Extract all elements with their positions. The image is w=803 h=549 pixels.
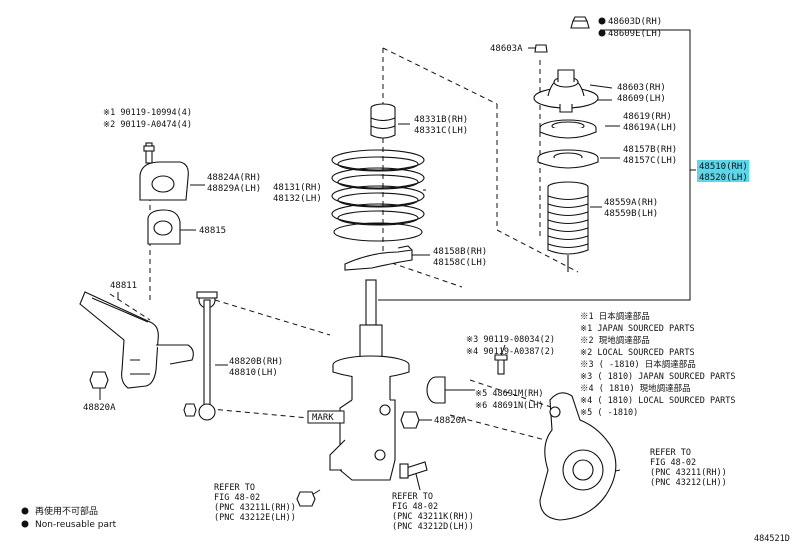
callout-90119-A0387[interactable]: ※4 90119-A0387(2) bbox=[466, 347, 555, 357]
callout-48619A[interactable]: 48619A(LH) bbox=[623, 123, 677, 133]
highlight-48510 bbox=[697, 160, 749, 182]
callout-48691N[interactable]: ※6 48691N(LH) bbox=[475, 401, 544, 411]
figure-id: 484521D bbox=[754, 534, 790, 544]
note-line: ※4 ( 1810) LOCAL SOURCED PARTS bbox=[580, 396, 736, 406]
note-line: ※2 現地調達部品 bbox=[580, 335, 650, 346]
callout-48510[interactable]: 48510(RH) bbox=[699, 162, 748, 172]
callout-48609E[interactable]: 48609E(LH) bbox=[608, 29, 662, 39]
callout-48811[interactable]: 48811 bbox=[110, 281, 137, 291]
refer-line: (PNC 43211L(RH)) bbox=[214, 503, 296, 513]
callout-48820A-left[interactable]: 48820A bbox=[83, 403, 116, 413]
svg-text:MARK: MARK bbox=[312, 413, 334, 423]
legend: 再使用不可部品 Non-reusable part bbox=[21, 505, 117, 530]
nut-link-bottom[interactable] bbox=[183, 403, 197, 417]
refer-line: FIG 48-02 bbox=[650, 458, 696, 468]
refer-mid[interactable]: REFER TO FIG 48-02 (PNC 43211K(RH)) (PNC… bbox=[392, 492, 474, 532]
bolt-90119-08034[interactable] bbox=[494, 354, 508, 375]
callout-48158B[interactable]: 48158B(RH) bbox=[433, 247, 487, 257]
callout-48603D[interactable]: 48603D(RH) bbox=[608, 17, 662, 27]
spring-insulator-48158B[interactable] bbox=[344, 245, 413, 271]
strut-mount-48603[interactable] bbox=[533, 69, 599, 113]
stabilizer-link-48820B[interactable] bbox=[196, 291, 218, 421]
refer-line: REFER TO bbox=[214, 483, 255, 493]
refer-line: (PNC 43212(LH)) bbox=[650, 478, 727, 488]
non-reusable-marker bbox=[598, 29, 606, 37]
note-line: ※1 日本調達部品 bbox=[580, 311, 650, 322]
non-reusable-marker bbox=[598, 17, 606, 25]
sourcing-notes: ※1 日本調達部品 ※1 JAPAN SOURCED PARTS ※2 現地調達… bbox=[580, 311, 736, 418]
bolt-lower-mid[interactable] bbox=[399, 461, 428, 479]
callout-48331B[interactable]: 48331B(RH) bbox=[414, 115, 468, 125]
bushing-48815[interactable] bbox=[147, 209, 181, 245]
bushing-bracket-48824A[interactable] bbox=[139, 142, 189, 201]
callout-48820A-right[interactable]: 48820A bbox=[434, 416, 467, 426]
callout-48520[interactable]: 48520(LH) bbox=[699, 173, 748, 183]
callout-48810[interactable]: 48810(LH) bbox=[229, 368, 278, 378]
callout-48820B[interactable]: 48820B(RH) bbox=[229, 357, 283, 367]
steering-knuckle[interactable] bbox=[539, 392, 617, 521]
callout-labels: 48603D(RH) 48609E(LH) 48603A 48603(RH) 4… bbox=[83, 17, 748, 426]
callout-48157C[interactable]: 48157C(LH) bbox=[623, 156, 677, 166]
spring-seat-48157B[interactable] bbox=[537, 149, 599, 169]
callout-48157B[interactable]: 48157B(RH) bbox=[623, 145, 677, 155]
callout-48603A[interactable]: 48603A bbox=[490, 44, 523, 54]
callout-90119-10994[interactable]: ※1 90119-10994(4) bbox=[103, 108, 192, 118]
note-line: ※1 JAPAN SOURCED PARTS bbox=[580, 324, 695, 334]
callout-48132[interactable]: 48132(LH) bbox=[273, 194, 322, 204]
refer-line: (PNC 43211K(RH)) bbox=[392, 512, 474, 522]
non-reusable-dot-icon bbox=[21, 507, 29, 515]
coil-spring-48131[interactable] bbox=[331, 149, 425, 242]
note-line: ※3 ( -1810) 日本調達部品 bbox=[580, 359, 696, 370]
refer-line: REFER TO bbox=[392, 492, 433, 502]
note-line: ※3 ( 1810) JAPAN SOURCED PARTS bbox=[580, 372, 736, 382]
bearing-48619[interactable] bbox=[539, 119, 597, 139]
callout-48829A[interactable]: 48829A(LH) bbox=[207, 184, 261, 194]
callout-48619[interactable]: 48619(RH) bbox=[623, 112, 672, 122]
refer-right[interactable]: REFER TO FIG 48-02 (PNC 43211(RH)) (PNC … bbox=[650, 448, 727, 488]
bushing-48691M[interactable] bbox=[426, 376, 446, 404]
nut-lower-left[interactable] bbox=[296, 491, 316, 507]
shock-absorber-48510[interactable] bbox=[329, 279, 410, 481]
callout-48609[interactable]: 48609(LH) bbox=[617, 94, 666, 104]
mark-label: MARK bbox=[307, 410, 345, 424]
refer-line: FIG 48-02 bbox=[392, 502, 438, 512]
callout-48691M[interactable]: ※5 48691M(RH) bbox=[475, 389, 544, 399]
refer-line: FIG 48-02 bbox=[214, 493, 260, 503]
callout-48331C[interactable]: 48331C(LH) bbox=[414, 126, 468, 136]
nut-48603D[interactable] bbox=[570, 16, 590, 29]
callout-48824A[interactable]: 48824A(RH) bbox=[207, 173, 261, 183]
nut-48820A-right[interactable] bbox=[400, 411, 420, 429]
legend-en: Non-reusable part bbox=[35, 520, 117, 530]
callout-48815[interactable]: 48815 bbox=[199, 226, 226, 236]
callout-48131[interactable]: 48131(RH) bbox=[273, 183, 322, 193]
refer-line: (PNC 43211(RH)) bbox=[650, 468, 727, 478]
note-line: ※2 LOCAL SOURCED PARTS bbox=[580, 348, 695, 358]
refer-line: (PNC 43212D(LH)) bbox=[392, 522, 474, 532]
bump-stopper-48331B[interactable] bbox=[370, 103, 396, 139]
refer-line: (PNC 43212E(LH)) bbox=[214, 513, 296, 523]
refer-line: REFER TO bbox=[650, 448, 691, 458]
stabilizer-bar-48811[interactable] bbox=[79, 291, 194, 389]
nut-48603A[interactable] bbox=[534, 44, 548, 53]
note-line: ※4 ( 1810) 現地調達部品 bbox=[580, 383, 691, 394]
note-line: ※5 ( -1810) bbox=[580, 408, 638, 418]
dust-boot-48559A[interactable] bbox=[547, 181, 589, 272]
legend-jp: 再使用不可部品 bbox=[35, 505, 98, 517]
callout-48559A[interactable]: 48559A(RH) bbox=[604, 198, 658, 208]
callout-48158C[interactable]: 48158C(LH) bbox=[433, 258, 487, 268]
callout-48559B[interactable]: 48559B(LH) bbox=[604, 209, 658, 219]
refer-left[interactable]: REFER TO FIG 48-02 (PNC 43211L(RH)) (PNC… bbox=[214, 483, 296, 523]
callout-48603[interactable]: 48603(RH) bbox=[617, 83, 666, 93]
callout-90119-A0474[interactable]: ※2 90119-A0474(4) bbox=[103, 120, 192, 130]
callout-90119-08034[interactable]: ※3 90119-08034(2) bbox=[466, 335, 555, 345]
non-reusable-dot-icon bbox=[21, 520, 29, 528]
nut-48820A-left[interactable] bbox=[89, 371, 109, 389]
